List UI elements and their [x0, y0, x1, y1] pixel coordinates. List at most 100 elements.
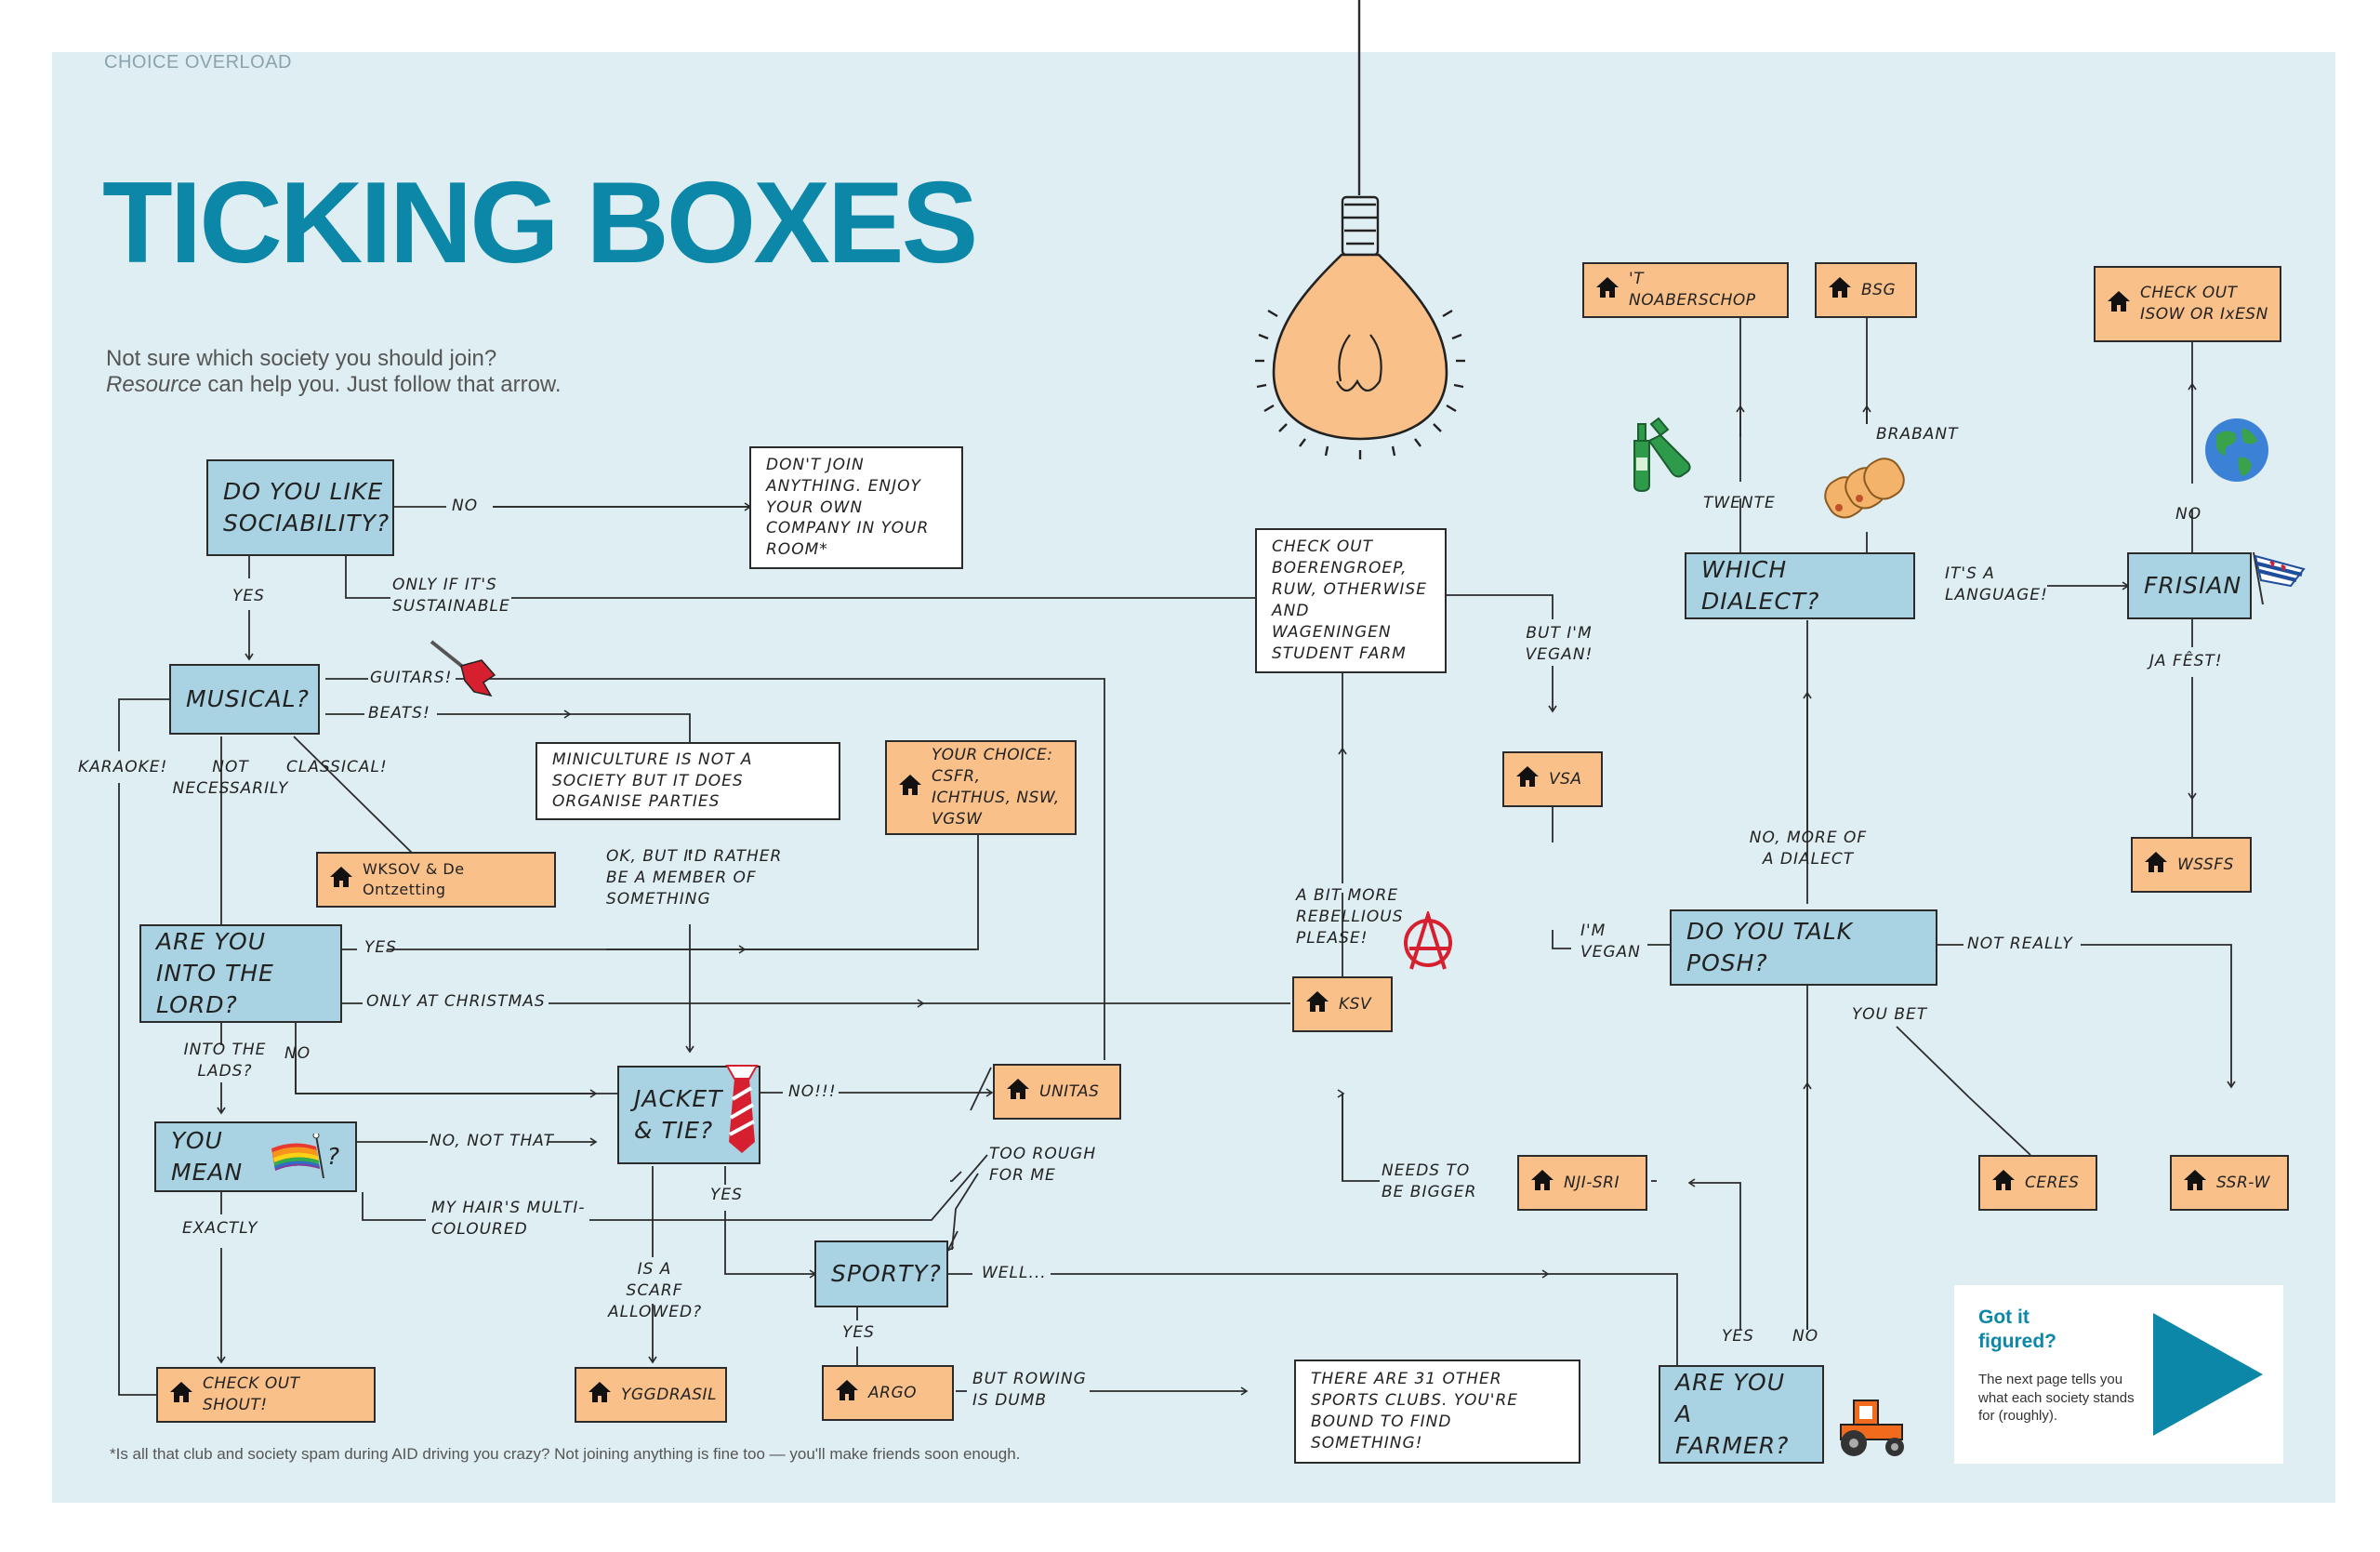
society-ssr-w: SSR-W — [2170, 1155, 2289, 1211]
label-brabant: BRABANT — [1876, 425, 1959, 444]
label-im-vegan: I'M VEGAN — [1580, 922, 1641, 962]
footnote: *Is all that club and society spam durin… — [110, 1445, 1021, 1463]
frisian-flag-icon — [2248, 549, 2313, 613]
society-your-choice: YOUR CHOICE: CSFR, ICHTHUS, NSW, VGSW — [885, 740, 1077, 835]
society-label: YOUR CHOICE: CSFR, ICHTHUS, NSW, VGSW — [932, 746, 1060, 829]
label-sporty-yes: YES — [842, 1323, 875, 1342]
callout-title: Got it figured? — [1978, 1307, 2056, 1353]
label-only-sustainable: ONLY IF IT'S SUSTAINABLE — [392, 576, 510, 616]
intro-follow: can help you. Just follow that arrow. — [201, 371, 562, 397]
label-hair: MY HAIR'S MULTI-COLOURED — [431, 1199, 586, 1239]
label-rather-member: OK, BUT I'D RATHER BE A MEMBER OF SOMETH… — [606, 847, 783, 909]
society-label: WKSOV & De Ontzetting — [363, 860, 465, 898]
label-karaoke: KARAOKE! — [78, 758, 168, 776]
house-icon — [2144, 851, 2168, 880]
sausage-rolls-icon — [1818, 450, 1911, 529]
intro-resource: Resource — [106, 371, 202, 397]
society-ceres: CERES — [1978, 1155, 2097, 1211]
question-dialect: WHICH DIALECT? — [1685, 552, 1915, 619]
house-icon — [1828, 276, 1852, 305]
society-wssfs: WSSFS — [2131, 837, 2252, 893]
label-lord-no: NO — [284, 1044, 311, 1063]
page-title: TICKING BOXES — [102, 159, 978, 287]
label-too-rough: TOO ROUGH FOR ME — [989, 1145, 1097, 1185]
society-label: NJI-SRI — [1564, 1173, 1620, 1192]
society-yggdrasil: YGGDRASIL — [575, 1367, 727, 1423]
house-icon — [1305, 990, 1329, 1019]
question-lord: ARE YOU INTO THE LORD? — [139, 924, 342, 1023]
society-unitas: UNITAS — [993, 1064, 1121, 1120]
society-label: YGGDRASIL — [621, 1385, 718, 1404]
label-only-christmas: ONLY AT CHRISTMAS — [366, 992, 546, 1011]
lightbulb-icon — [1251, 186, 1469, 470]
label-into-lads: INTO THE LADS? — [183, 1041, 267, 1081]
question-musical: MUSICAL? — [169, 664, 320, 735]
house-icon — [2107, 290, 2131, 319]
rainbow-flag-icon — [268, 1132, 327, 1180]
house-icon — [588, 1381, 612, 1410]
question-you-mean: YOU MEAN ? — [154, 1121, 357, 1192]
note-dont-join: DON'T JOIN ANYTHING. ENJOY YOUR OWN COMP… — [749, 446, 963, 569]
note-boerengroep: CHECK OUT BOERENGROEP, RUW, OTHERWISE AN… — [1255, 528, 1447, 673]
beer-bottles-icon — [1623, 404, 1712, 501]
label-you-bet: YOU BET — [1852, 1005, 1928, 1024]
label-classical: CLASSICAL! — [286, 758, 388, 776]
label-farmer-yes: YES — [1722, 1327, 1754, 1346]
label-not-really: NOT REALLY — [1967, 935, 2073, 953]
note-sports: THERE ARE 31 OTHER SPORTS CLUBS. YOU'RE … — [1294, 1360, 1580, 1464]
society-label: CHECK OUT SHOUT! — [203, 1374, 300, 1414]
society-label: WSSFS — [2177, 855, 2234, 874]
society-label: BSG — [1861, 280, 1897, 299]
society-label: VSA — [1549, 769, 1582, 789]
label-more-dialect: NO, MORE OF A DIALECT — [1749, 829, 1868, 869]
you-mean-mark: ? — [326, 1143, 340, 1171]
society-label: ARGO — [868, 1383, 917, 1402]
label-vegan-but: BUT I'M VEGAN! — [1525, 624, 1593, 664]
label-rebellious: A BIT MORE REBELLIOUS PLEASE! — [1296, 886, 1404, 948]
anarchy-icon — [1398, 909, 1458, 977]
label-lord-yes: YES — [364, 938, 397, 957]
label-rowing-dumb: BUT ROWING IS DUMB — [972, 1370, 1087, 1410]
tractor-icon — [1833, 1393, 1913, 1465]
house-icon — [898, 774, 922, 803]
society-isow: CHECK OUT ISOW OR IxESN — [2094, 266, 2281, 342]
house-icon — [1530, 1169, 1554, 1198]
house-icon — [2183, 1169, 2207, 1198]
question-farmer: ARE YOU A FARMER? — [1659, 1365, 1824, 1464]
label-no-exclaim: NO!!! — [788, 1082, 837, 1101]
question-sporty: SPORTY? — [814, 1240, 948, 1307]
society-shout: CHECK OUT SHOUT! — [156, 1367, 376, 1423]
society-label: 'T NOABERSCHOP — [1629, 270, 1756, 310]
label-ja-fest: JA FÊST! — [2149, 652, 2223, 670]
label-beats: BEATS! — [368, 704, 430, 723]
label-yes: YES — [232, 587, 265, 605]
label-not-necessarily: NOT NECESSARILY — [172, 758, 289, 798]
society-label: CERES — [2025, 1173, 2080, 1192]
intro-line-2: Resource can help you. Just follow that … — [106, 372, 757, 398]
label-language: IT'S A LANGUAGE! — [1945, 564, 2048, 604]
house-icon — [1006, 1078, 1030, 1107]
background-panel — [52, 52, 2335, 1503]
label-farmer-no: NO — [1792, 1327, 1819, 1346]
label-scarf: IS A SCARF ALLOWED? — [608, 1260, 703, 1321]
label-exactly: EXACTLY — [182, 1219, 258, 1238]
society-label: KSV — [1339, 994, 1372, 1014]
house-icon — [1595, 276, 1620, 305]
society-label: CHECK OUT ISOW OR IxESN — [2140, 284, 2268, 324]
society-ksv: KSV — [1292, 976, 1393, 1032]
you-mean-label: YOU MEAN — [171, 1127, 244, 1186]
house-icon — [835, 1379, 859, 1408]
society-noaberschop: 'T NOABERSCHOP — [1582, 262, 1789, 318]
house-icon — [1515, 765, 1540, 794]
section-kicker: CHOICE OVERLOAD — [104, 52, 292, 73]
house-icon — [1991, 1169, 2016, 1198]
next-page-callout: Got it figured? The next page tells you … — [1954, 1285, 2283, 1464]
note-miniculture: MINICULTURE IS NOT A SOCIETY BUT IT DOES… — [536, 742, 840, 820]
society-nji-sri: NJI-SRI — [1517, 1155, 1647, 1211]
play-arrow-icon — [2149, 1309, 2267, 1444]
label-twente: TWENTE — [1703, 494, 1776, 512]
society-label: SSR-W — [2216, 1173, 2270, 1192]
society-vsa: VSA — [1502, 751, 1603, 807]
label-guitars: GUITARS! — [370, 669, 453, 687]
